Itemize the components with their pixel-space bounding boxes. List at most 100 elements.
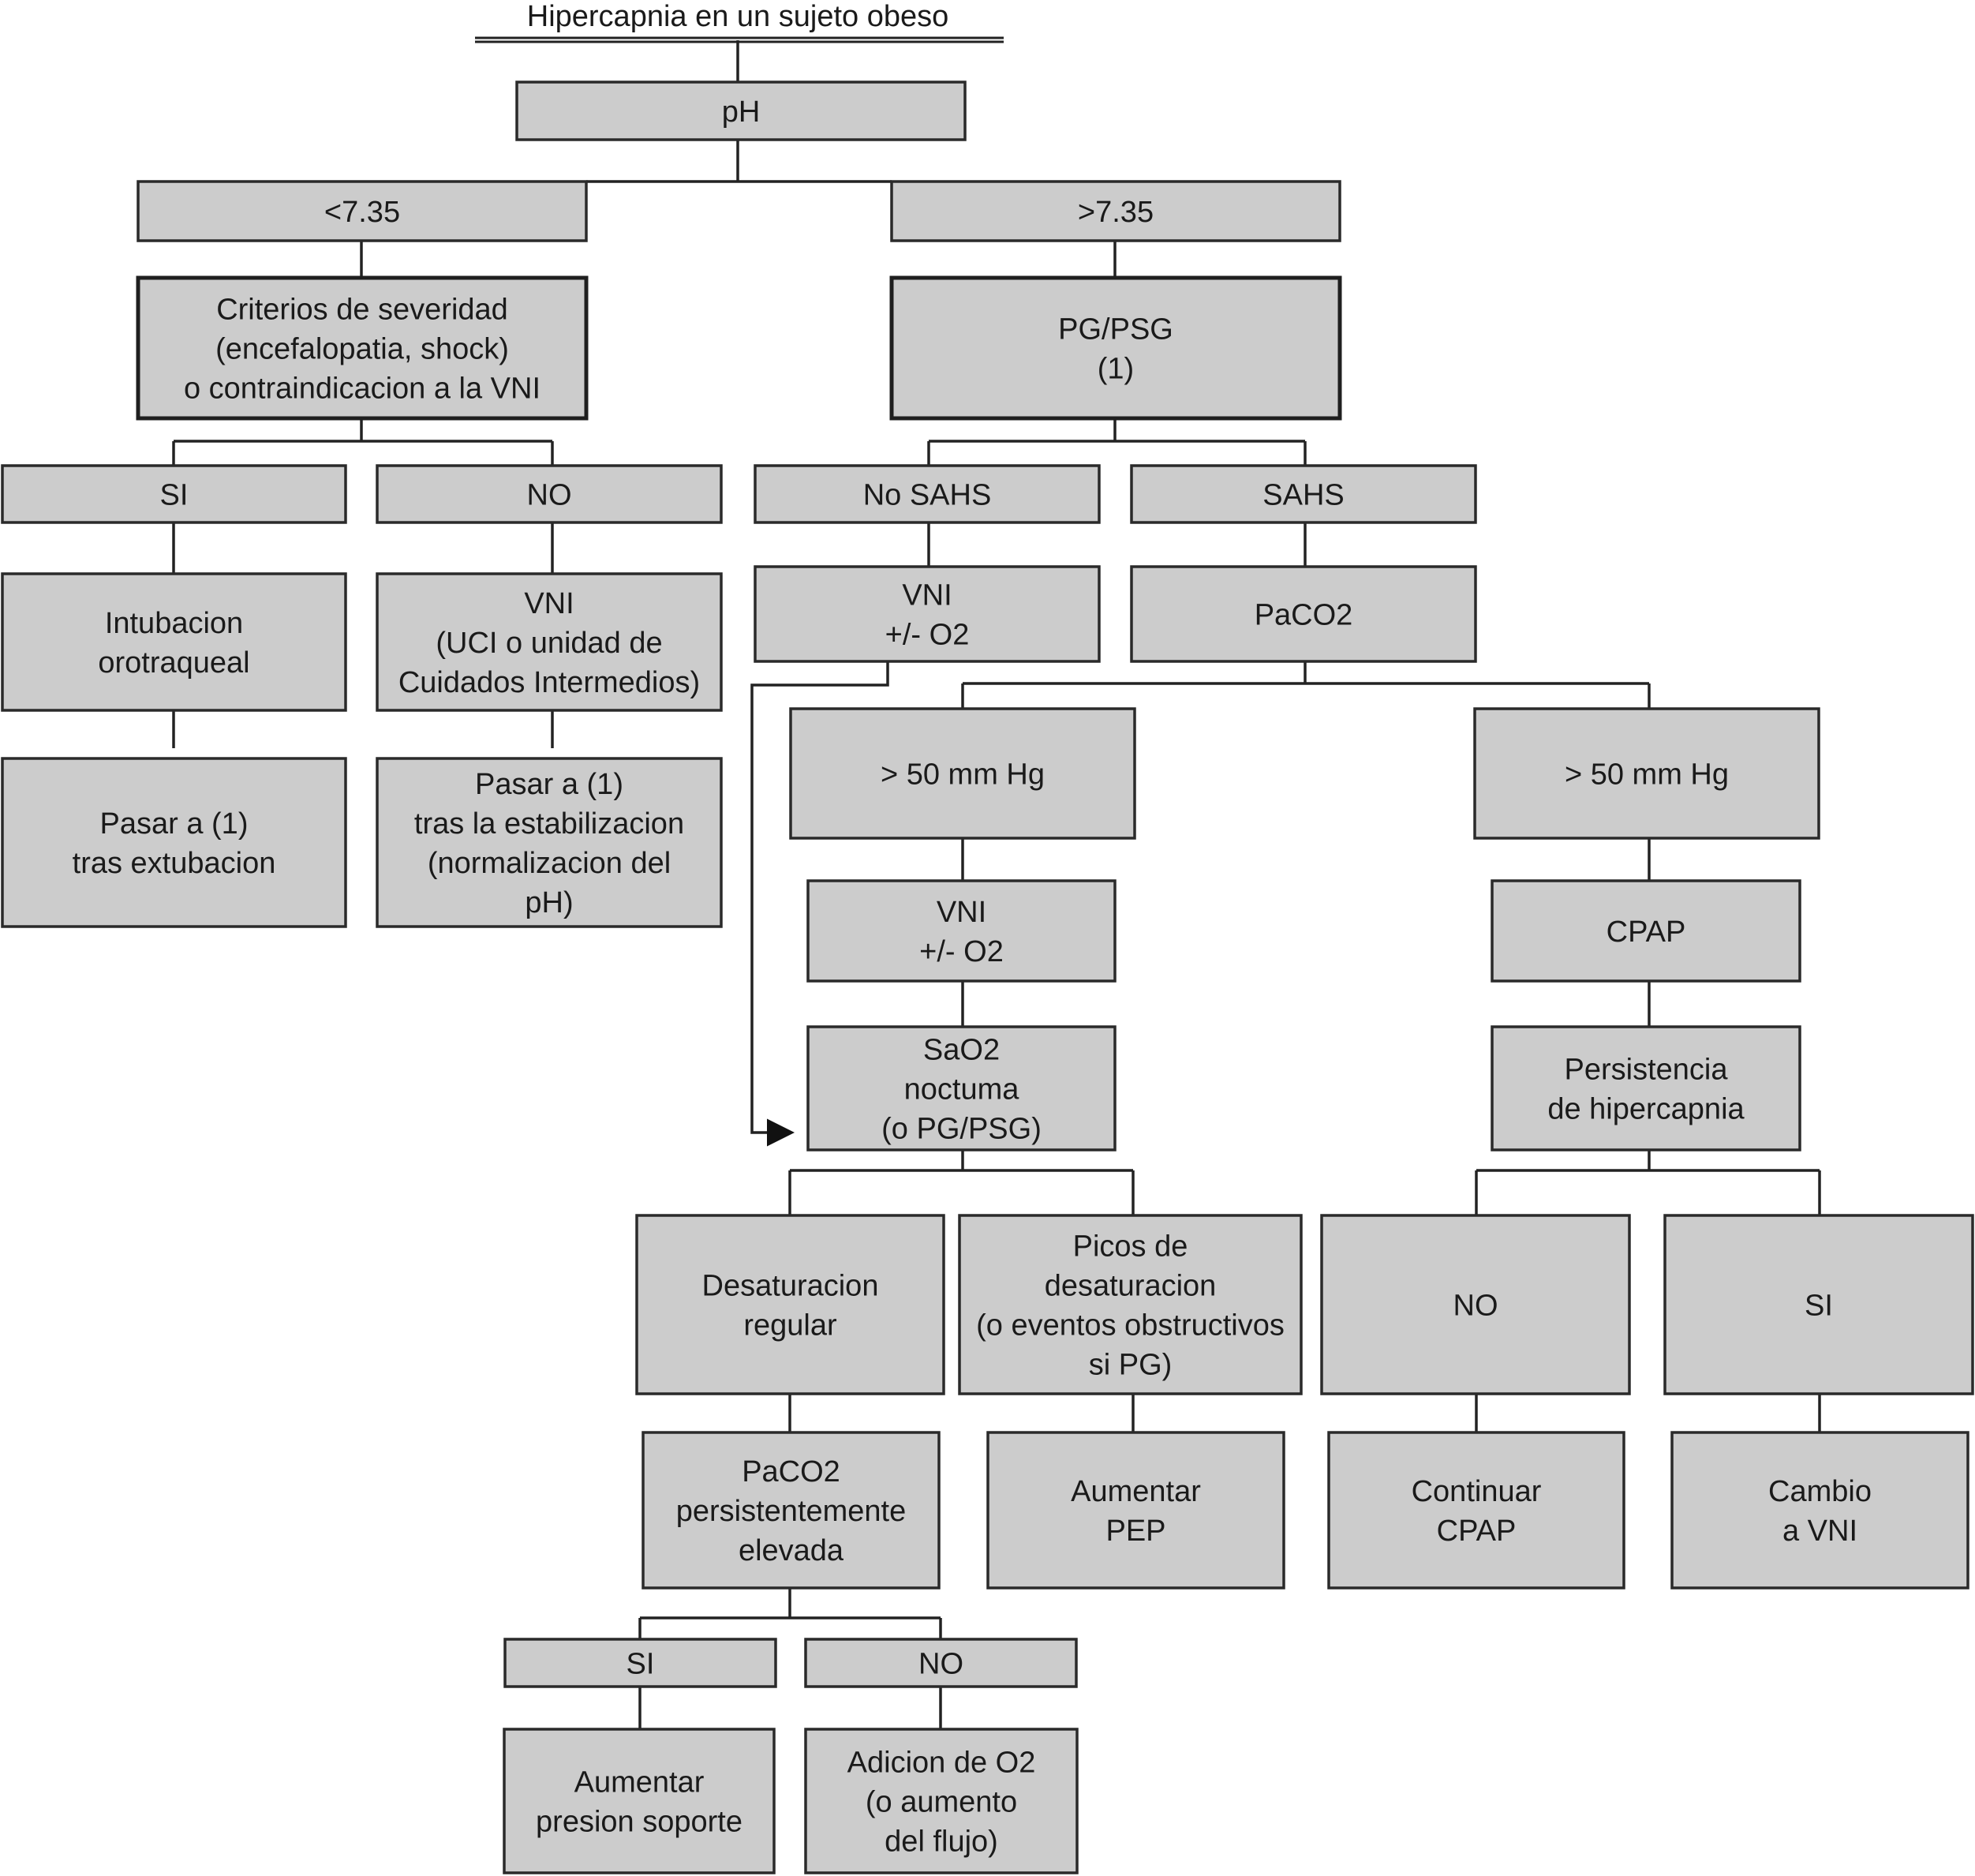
node-label-line: Continuar xyxy=(1412,1475,1542,1508)
node-label: NO xyxy=(1453,1290,1498,1323)
node-label-line: noctuma xyxy=(904,1073,1020,1107)
node-label-line: Pasar a (1) xyxy=(475,768,623,801)
node-label: SI xyxy=(627,1648,655,1681)
node-label: SAHS xyxy=(1262,479,1344,512)
node-label: Pasar a (1) tras la estabilizacion (normal… xyxy=(414,768,684,919)
node-box xyxy=(1491,1025,1801,1151)
node-label-line: Picos de xyxy=(1073,1230,1188,1264)
node-cpap: CPAP xyxy=(1491,879,1801,983)
node-no-bottom: NO xyxy=(804,1638,1078,1688)
node-box xyxy=(1,757,347,928)
node-label-line: NO xyxy=(527,479,572,512)
node-label-line: tras la estabilizacion xyxy=(414,807,684,841)
node-label-line: PG/PSG xyxy=(1058,313,1173,346)
node-label-line: a VNI xyxy=(1782,1515,1857,1548)
node-box xyxy=(806,879,1117,983)
node-box xyxy=(1670,1431,1969,1590)
node-label: >7.35 xyxy=(1078,196,1154,229)
node-no-left: NO xyxy=(376,464,723,524)
node-picos: Picos de desaturacion (o eventos obstructi… xyxy=(958,1214,1303,1395)
node-label-line: PEP xyxy=(1105,1515,1165,1548)
node-box xyxy=(1130,464,1477,524)
node-label-line: CPAP xyxy=(1607,916,1686,949)
node-label-line: Aumentar xyxy=(1071,1475,1201,1508)
node-label: Persistencia de hipercapnia xyxy=(1547,1054,1745,1126)
node-label-line: Criterios de severidad xyxy=(216,294,508,327)
node-label: No SAHS xyxy=(863,479,992,512)
node-paco2: PaCO2 xyxy=(1130,565,1477,663)
node-label-line: +/- O2 xyxy=(919,935,1004,968)
node-box xyxy=(503,1638,777,1688)
node-box xyxy=(503,1728,776,1874)
node-label-line: (1) xyxy=(1098,353,1134,386)
node-label: Desaturacion regular xyxy=(702,1270,879,1342)
node-ph: pH xyxy=(515,81,967,141)
node-label-line: NO xyxy=(1453,1290,1498,1323)
node-box xyxy=(890,180,1341,242)
node-label-line: de hipercapnia xyxy=(1547,1093,1745,1126)
node-label-line: (o aumento xyxy=(866,1786,1017,1819)
node-box xyxy=(635,1214,945,1395)
node-pasar-extub: Pasar a (1) tras extubacion xyxy=(1,757,347,928)
node-label-line: tras extubacion xyxy=(73,847,276,880)
node-label: Pasar a (1) tras extubacion xyxy=(73,807,276,880)
node-label-line: > 50 mm Hg xyxy=(1565,758,1729,792)
node-label-line: (o eventos obstructivos xyxy=(976,1309,1285,1342)
node-label-line: Cuidados Intermedios) xyxy=(398,666,700,699)
node-box xyxy=(515,81,967,141)
connectors xyxy=(172,40,1821,1729)
node-label: Criterios de severidad (encefalopatia, sh… xyxy=(184,294,541,406)
node-box xyxy=(1327,1431,1625,1590)
node-gt50-left: > 50 mm Hg xyxy=(789,707,1136,840)
node-label: PaCO2 xyxy=(1255,599,1353,632)
node-box xyxy=(889,275,1342,421)
node-label-line: si PG) xyxy=(1089,1349,1173,1382)
node-persistencia: Persistencia de hipercapnia xyxy=(1491,1025,1801,1151)
node-label-line: Pasar a (1) xyxy=(100,807,249,841)
node-label-line: Aumentar xyxy=(574,1766,705,1799)
node-box xyxy=(1663,1214,1974,1395)
node-box xyxy=(376,464,723,524)
node-label-line: Adicion de O2 xyxy=(847,1747,1036,1780)
node-label-line: Persistencia xyxy=(1565,1054,1729,1087)
node-label: CPAP xyxy=(1607,916,1686,949)
node-box xyxy=(376,572,723,712)
node-severity: Criterios de severidad (encefalopatia, sh… xyxy=(136,275,589,421)
node-label-line: desaturacion xyxy=(1045,1270,1217,1303)
node-label-line: (o PG/PSG) xyxy=(881,1113,1042,1146)
node-label-line: SI xyxy=(627,1648,655,1681)
node-label-line: VNI xyxy=(902,579,952,612)
node-label-line: Desaturacion xyxy=(702,1270,879,1303)
node-box xyxy=(789,707,1136,840)
node-label-line: o contraindicacion a la VNI xyxy=(184,373,541,406)
node-box xyxy=(1130,565,1477,663)
node-label-line: (encefalopatia, shock) xyxy=(215,333,509,366)
node-si-left: SI xyxy=(1,464,347,524)
node-label-line: pH) xyxy=(525,886,573,919)
node-label-line: Intubacion xyxy=(105,607,243,640)
node-label: NO xyxy=(527,479,572,512)
node-label-line: No SAHS xyxy=(863,479,992,512)
node-box xyxy=(1320,1214,1631,1395)
node-label-line: (normalizacion del xyxy=(428,847,671,880)
node-box xyxy=(1491,879,1801,983)
node-label: PG/PSG (1) xyxy=(1058,313,1173,386)
node-label-line: >7.35 xyxy=(1078,196,1154,229)
node-label-line: VNI xyxy=(937,896,986,929)
node-label-line: SI xyxy=(1805,1290,1833,1323)
node-label-line: CPAP xyxy=(1437,1515,1517,1548)
node-label-line: regular xyxy=(743,1309,837,1342)
node-box xyxy=(136,275,589,421)
node-box xyxy=(137,180,588,242)
node-box xyxy=(1,572,347,712)
